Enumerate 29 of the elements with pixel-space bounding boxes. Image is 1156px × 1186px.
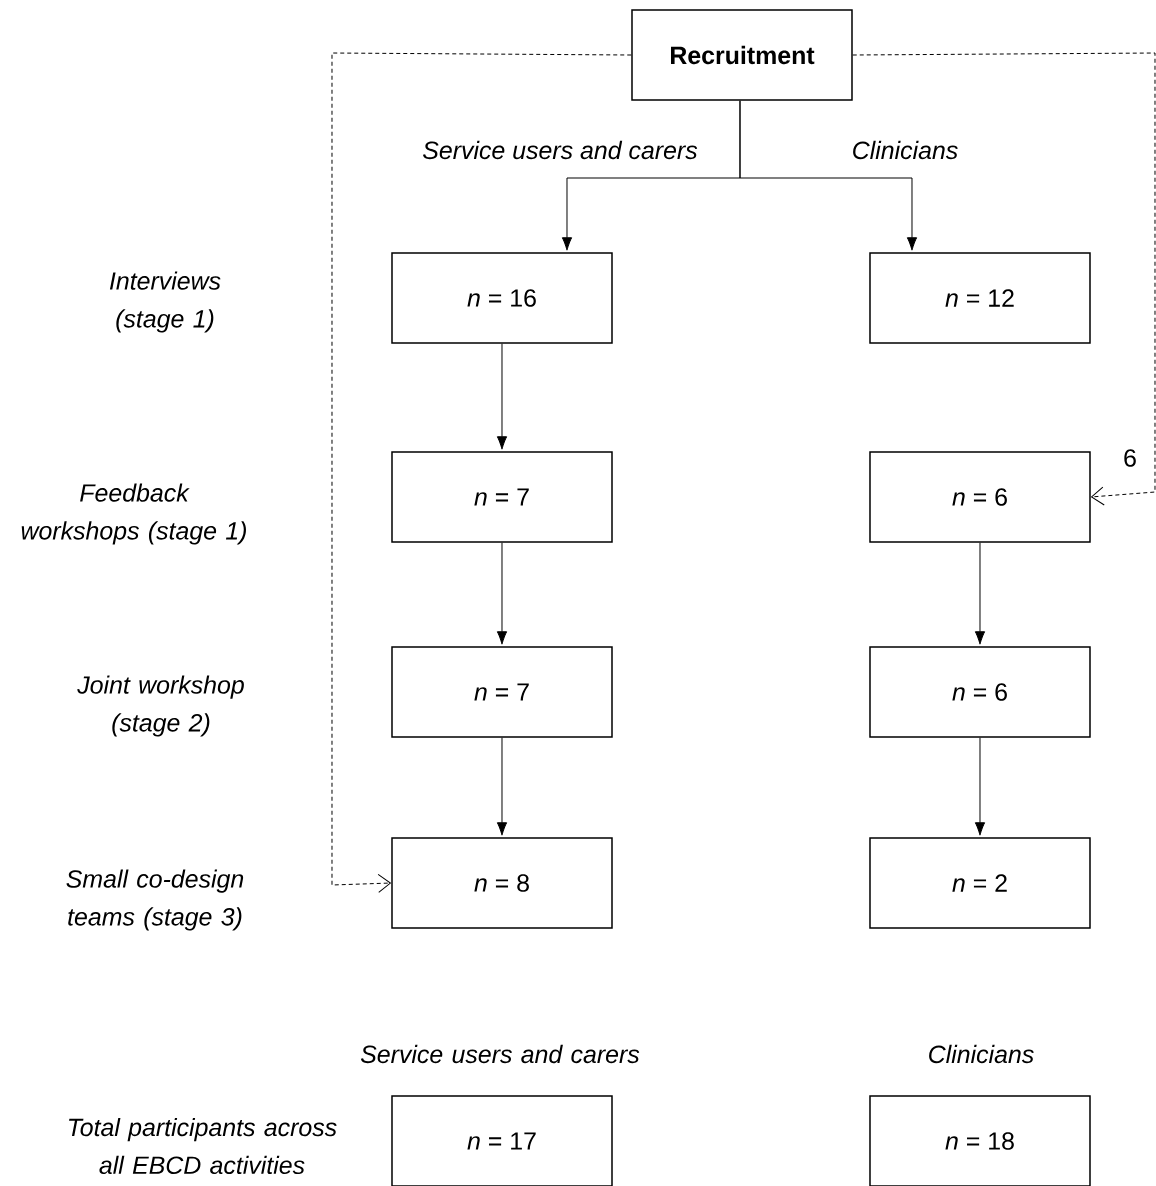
arrow xyxy=(974,737,986,836)
count-box: n = 6 xyxy=(869,646,1091,738)
arrow xyxy=(974,542,986,645)
stage-label: Clinicians xyxy=(929,1044,1034,1064)
count-box: n = 7 xyxy=(391,646,613,738)
arrow xyxy=(739,100,918,251)
arrow xyxy=(496,542,508,645)
stage-label: Total participants across all EBCD activities xyxy=(69,1117,337,1175)
stage-label: Joint workshop (stage 2) xyxy=(77,675,244,737)
title-box: Recruitment xyxy=(631,9,853,101)
arrow xyxy=(852,52,1156,506)
edge-label: Service users and carers xyxy=(421,139,699,161)
count-box: n = 6 xyxy=(869,451,1091,543)
arrow xyxy=(331,52,632,893)
arrow xyxy=(496,343,508,450)
stage-label: Small co-design teams (stage 3) xyxy=(66,869,244,931)
edge-label: Clinicians xyxy=(850,139,960,161)
count-box: n = 2 xyxy=(869,837,1091,929)
count-box: n = 16 xyxy=(391,252,613,344)
count-box: n = 7 xyxy=(391,451,613,543)
count-box: n = 8 xyxy=(391,837,613,929)
stage-label: Service users and carers xyxy=(360,1044,640,1064)
arrow xyxy=(496,737,508,836)
count-box: n = 12 xyxy=(869,252,1091,344)
edge-label: 6 xyxy=(1122,448,1138,468)
count-box: n = 17 xyxy=(391,1095,613,1186)
count-box: n = 18 xyxy=(869,1095,1091,1186)
stage-label: Feedback workshops (stage 1) xyxy=(21,483,246,545)
stage-label: Interviews (stage 1) xyxy=(109,271,221,333)
